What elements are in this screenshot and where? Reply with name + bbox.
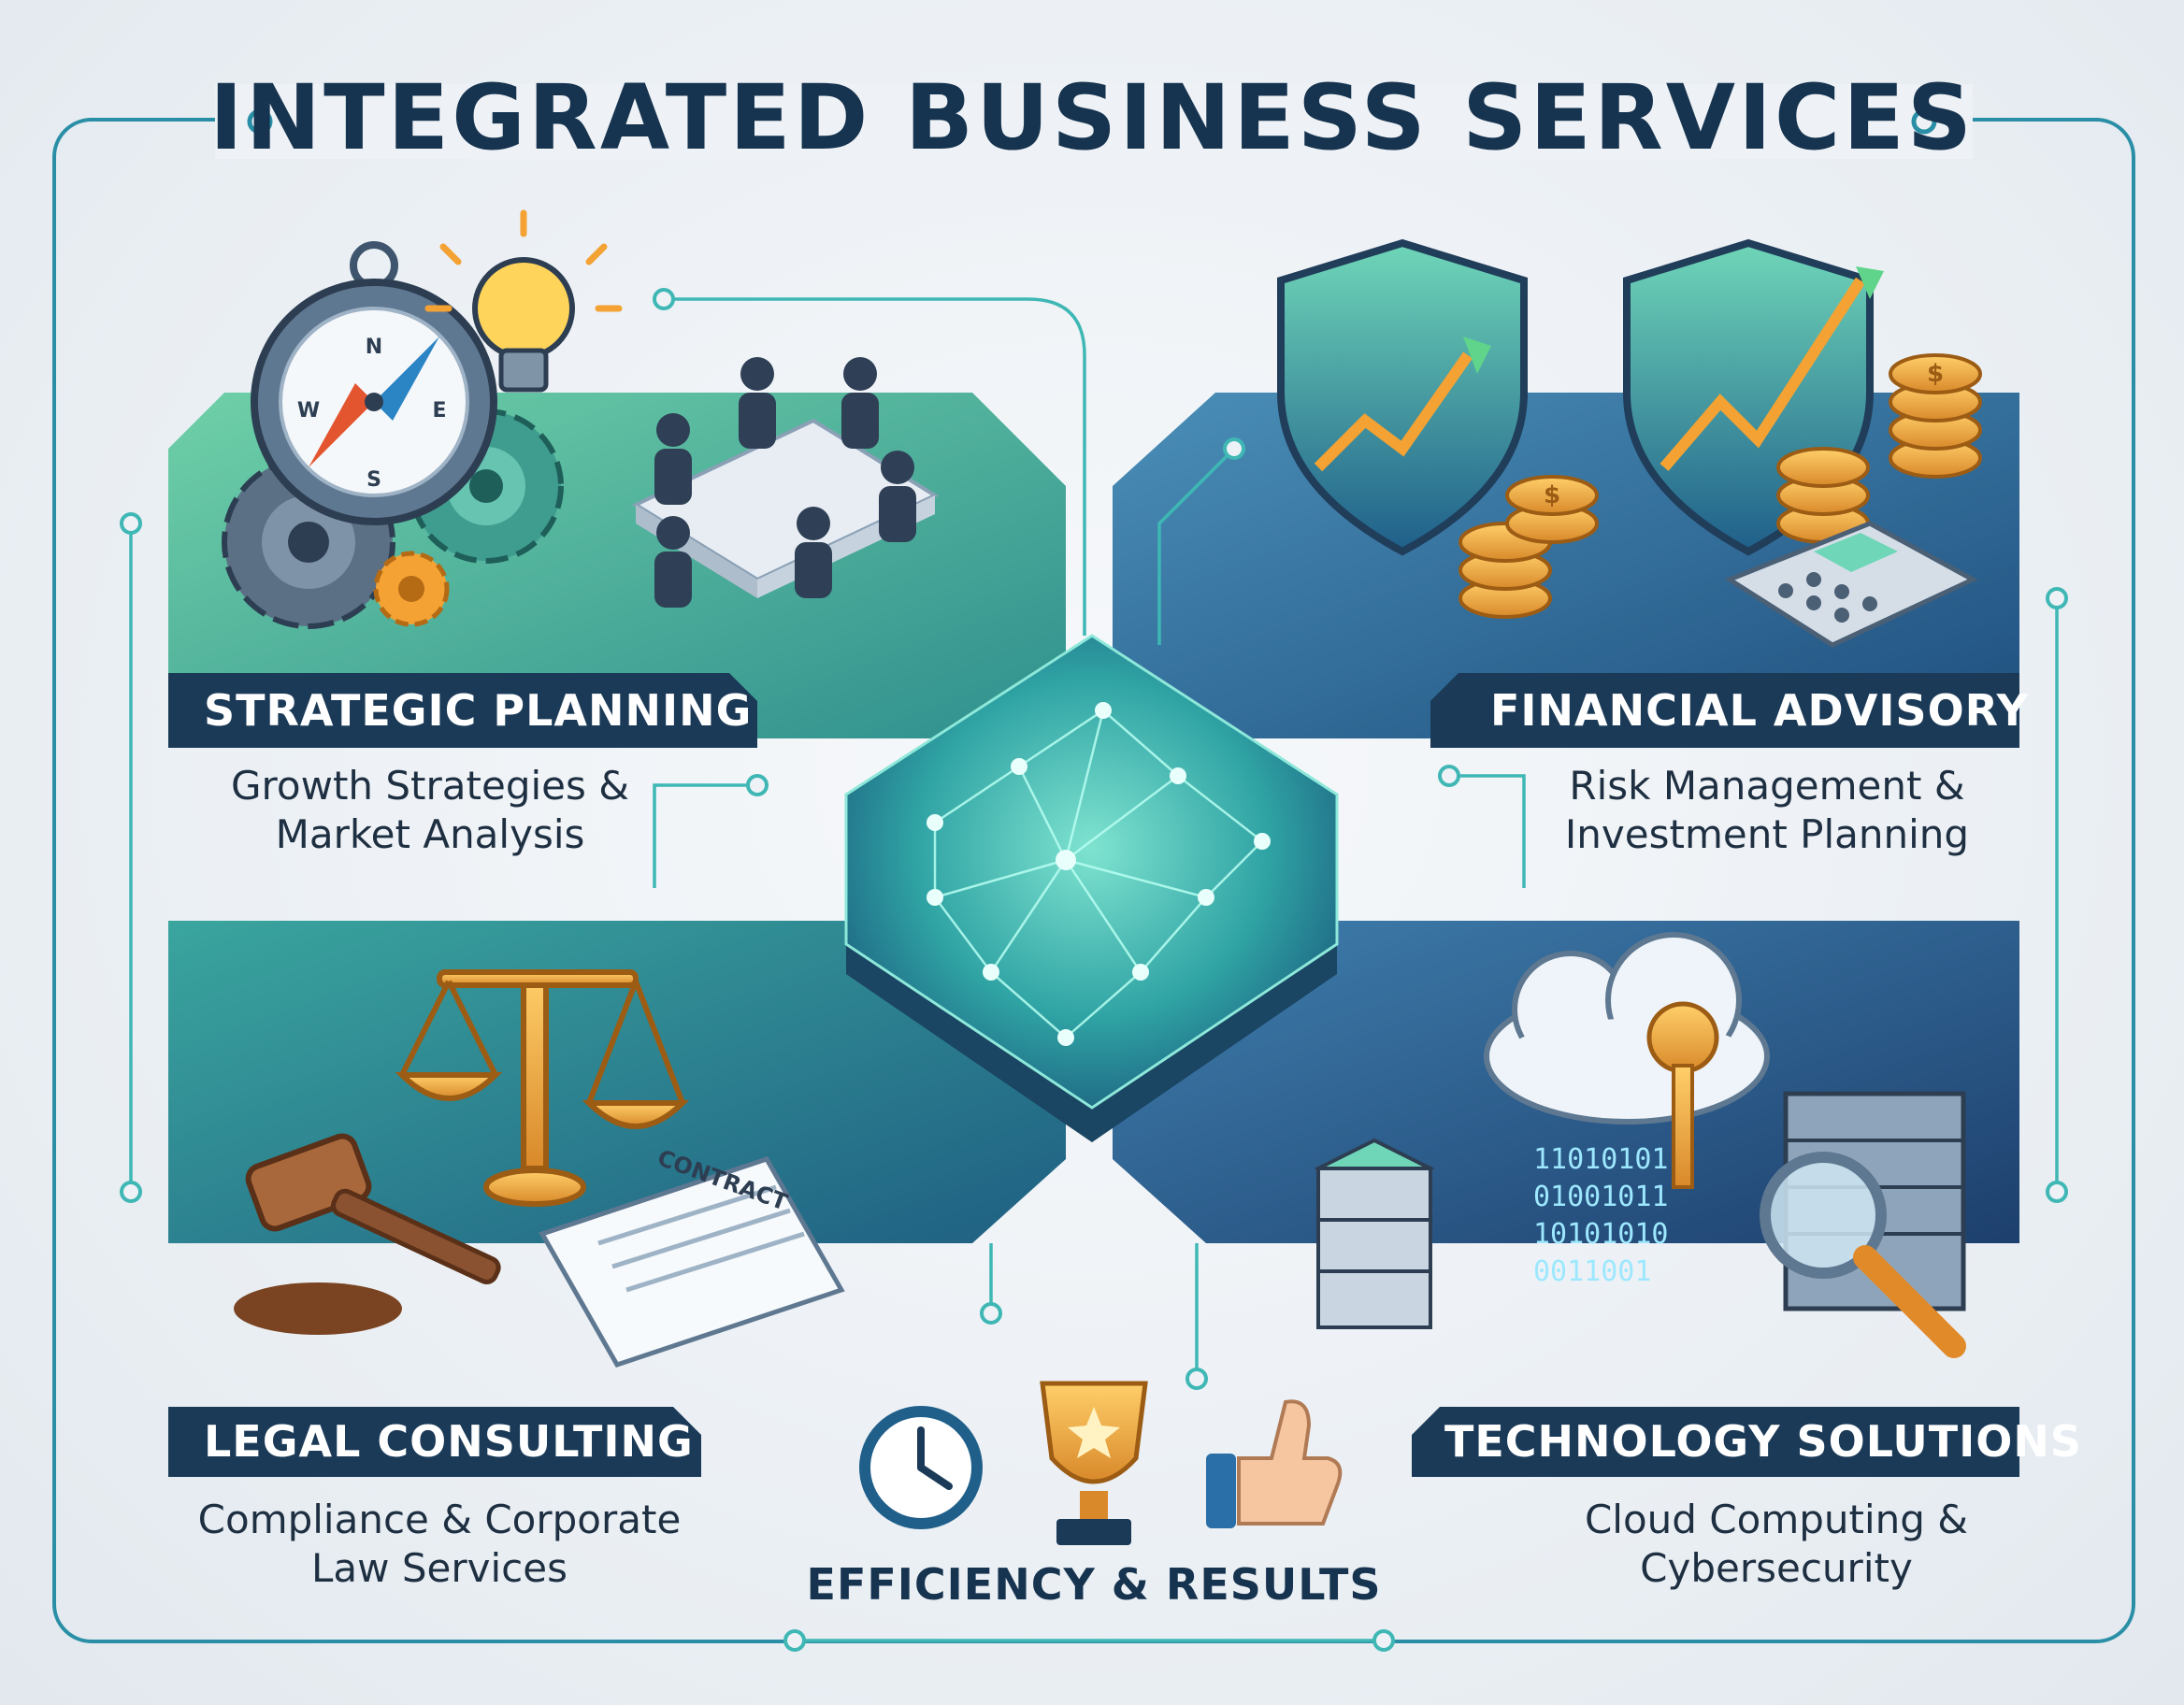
description-line: Growth Strategies & [231,763,629,809]
financial-advisory-heading: FINANCIAL ADVISORY [1490,685,2029,736]
strategic-banner-bg [168,673,757,748]
strategic-planning-heading: STRATEGIC PLANNING [204,685,753,736]
magnifier-icon [1760,1152,1966,1358]
frame-node [247,108,273,135]
technology-solutions-heading: TECHNOLOGY SOLUTIONS [1444,1416,2082,1467]
hub-network-nodes [927,702,1271,1046]
binary-row: 11010101 [1533,1143,1669,1176]
title-backdrop [215,84,1973,159]
compass-letter-e: E [432,399,446,423]
page-title: INTEGRATED BUSINESS SERVICES [209,65,1975,170]
trophy-icon [1040,1381,1148,1545]
binary-row: 01001011 [1533,1181,1669,1213]
connector-nodes [120,288,2068,1652]
description-line: Law Services [311,1545,568,1591]
description-line: Compliance & Corporate [197,1497,682,1542]
gavel-icon [234,1133,501,1335]
legal-consulting-panel [168,921,1066,1243]
description-line: Market Analysis [275,811,585,857]
compass-letter-s: S [366,468,381,492]
technology-banner-bg [1412,1407,2019,1477]
coin-dollar-sign: $ [1927,360,1944,388]
efficiency-results-label: EFFICIENCY & RESULTS [806,1559,1382,1610]
description-line: Investment Planning [1564,811,1970,857]
binary-row: 0011001 [1533,1255,1651,1288]
legal-consulting-heading: LEGAL CONSULTING [204,1416,694,1467]
compass-icon [251,241,497,525]
meeting-table-icon [631,357,940,608]
legal-consulting-description: Compliance & Corporate Law Services [159,1496,720,1593]
frame-node [1911,108,1937,135]
thumbs-up-icon [1206,1399,1343,1528]
compass-letter-n: N [366,336,382,359]
scales-of-justice-icon [395,969,690,1207]
calculator-icon [1724,521,1978,648]
financial-banner-bg [1430,673,2019,748]
technology-solutions-description: Cloud Computing & Cybersecurity [1496,1496,2057,1593]
strategic-planning-description: Growth Strategies & Market Analysis [159,762,701,859]
compass-letter-w: W [297,399,320,423]
binary-row: 10101010 [1533,1218,1669,1251]
clock-icon [859,1406,983,1529]
financial-advisory-description: Risk Management & Investment Planning [1487,762,2048,859]
description-line: Cybersecurity [1640,1545,1913,1591]
cloud-key-icon [1484,932,1770,1189]
contract-document-icon [539,1155,845,1368]
connector-lines [129,297,2059,1642]
legal-banner-bg [168,1407,701,1477]
description-line: Risk Management & [1569,763,1965,809]
description-line: Cloud Computing & [1584,1497,1969,1542]
lightbulb-icon [424,209,623,393]
central-hub-platform [844,634,1339,1110]
coin-dollar-sign: $ [1544,481,1560,509]
